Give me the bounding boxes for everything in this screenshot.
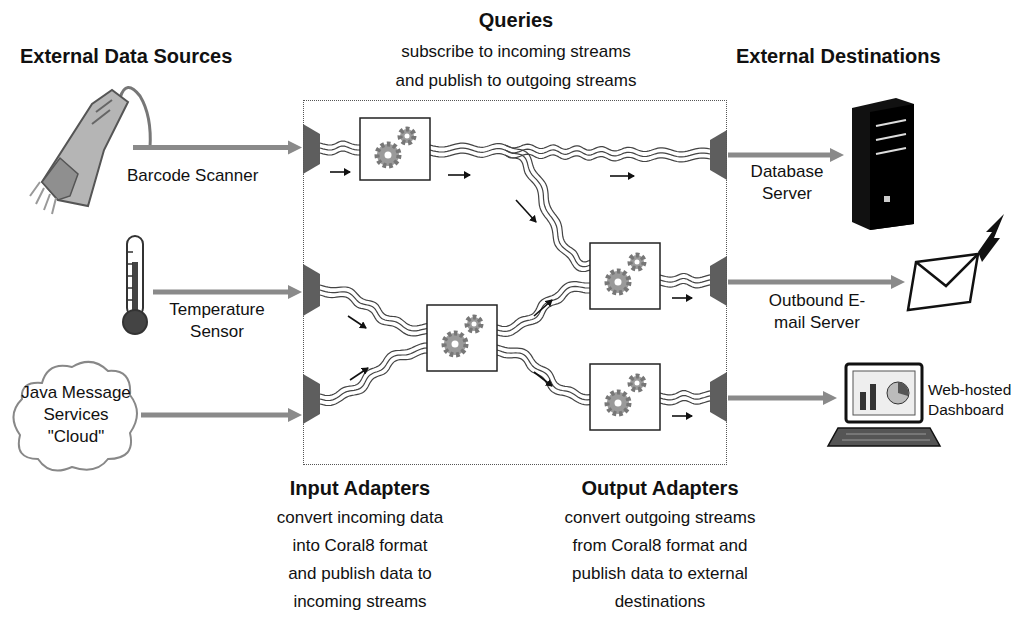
arrow-head [288,285,302,299]
stream-line [320,348,427,401]
stream-line [505,145,590,262]
arrow-head [830,148,844,162]
description-text: convert outgoing streams from Coral8 for… [562,504,758,616]
arrow-head [288,141,302,155]
stream-line [320,146,360,150]
arrow-head [891,275,905,289]
stream-line [497,345,590,395]
node-label: Temperature Sensor [158,299,276,343]
stream-line [497,286,590,331]
stream-line [320,343,427,396]
destination: Outbound E-mail Server [906,244,1006,320]
engine-box: Queriessubscribe to incoming streams and… [303,100,727,465]
stream-line [430,153,710,162]
cloud-node: Java Message Services "Cloud" [12,355,140,475]
stream-line [660,396,710,400]
stream-line [320,295,427,336]
arrow-head [823,391,837,405]
input-adapters [303,124,320,424]
flow-arrows [330,172,692,416]
laptop-icon [828,364,940,446]
stream-line [497,291,590,336]
gear-holes [385,134,640,407]
node-label: Web-hosted Dashboard [928,380,1014,420]
data-source: Barcode Scanner [40,85,132,210]
data-source: Temperature Sensor [118,245,152,339]
stream-line [320,353,427,406]
gear-icons [377,129,644,414]
stream-line [660,274,710,278]
stream-line [505,155,590,272]
node-heading: Queries [366,7,666,33]
output-adapters [710,130,727,422]
section-heading: External Destinations [736,44,1014,69]
stream-line [497,282,590,327]
barcode-scanner-icon [30,87,150,214]
node-label: Barcode Scanner [127,165,302,187]
flow-connector [728,280,893,285]
stream-line [660,284,710,288]
stream-line [320,290,427,331]
destination: Database Server [845,95,915,215]
stream-line [660,391,710,395]
stream-line [505,150,590,267]
stream-line [320,151,360,155]
email-icon [908,214,1004,310]
server-icon [852,98,914,230]
section-heading: Output Adapters [540,476,780,501]
flow-connector [133,145,290,150]
node-label: Database Server [737,161,837,205]
stream-line [320,141,360,145]
flow-connector [141,413,290,418]
section-heading: External Data Sources [20,44,310,69]
destination: Web-hosted Dashboard [838,360,926,436]
arrow-head [288,408,302,422]
node-label: Java Message Services "Cloud" [19,382,133,448]
flow-connector [728,153,832,158]
node-label: subscribe to incoming streams and publis… [391,37,641,95]
flow-connector [728,396,825,401]
description-text: convert incoming data into Coral8 format… [276,504,444,616]
query-boxes [360,118,660,430]
section-heading: Input Adapters [240,476,480,501]
flow-connector [153,290,290,295]
thermometer-icon [123,236,147,334]
stream-line [660,401,710,405]
stream-line [497,355,590,405]
stream-line [320,285,427,326]
node-label: Outbound E-mail Server [758,290,876,334]
stream-line [660,279,710,283]
